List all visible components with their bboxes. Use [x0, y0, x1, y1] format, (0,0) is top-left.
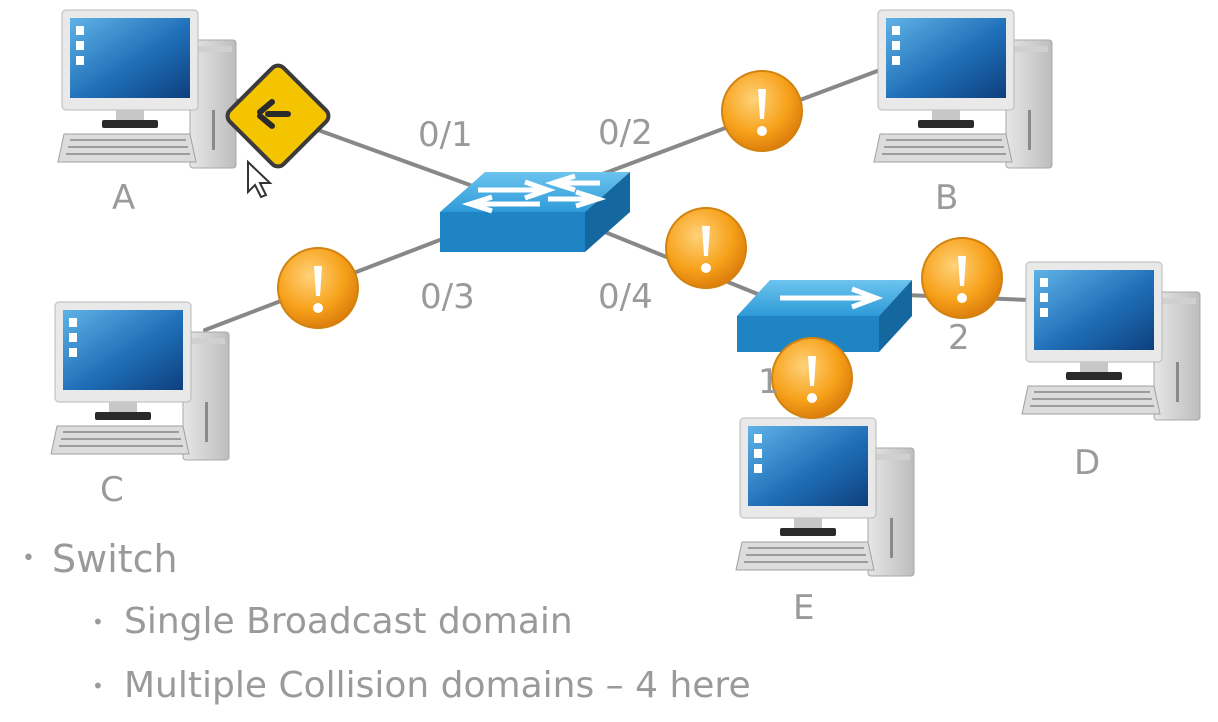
- bullet-dot: •: [92, 674, 104, 698]
- mouse-pointer-icon: [247, 159, 273, 199]
- bullet-collision: Multiple Collision domains – 4 here: [124, 665, 751, 706]
- switch-main-icon: [440, 172, 630, 252]
- computer-d-icon: [1021, 261, 1201, 421]
- host-label-b: B: [935, 178, 959, 218]
- host-label-e: E: [793, 588, 815, 628]
- port-label-1: 1: [758, 362, 780, 402]
- port-label-0-2: 0/2: [598, 113, 653, 153]
- port-label-2: 2: [948, 318, 970, 358]
- warning-icon-b: [721, 70, 803, 152]
- computer-a-icon: [57, 9, 237, 169]
- bullet-dot: •: [92, 610, 104, 634]
- computer-e-icon: [735, 417, 915, 577]
- host-label-c: C: [100, 470, 124, 510]
- warning-icon-d: [921, 237, 1003, 319]
- warning-icon-e: [771, 337, 853, 419]
- caution-sign-icon: [225, 63, 331, 169]
- port-label-0-1: 0/1: [418, 115, 473, 155]
- computer-b-icon: [873, 9, 1053, 169]
- warning-icon-c: [277, 247, 359, 329]
- computer-c-icon: [50, 301, 230, 461]
- port-label-0-3: 0/3: [420, 277, 475, 317]
- bullet-switch: Switch: [52, 537, 178, 581]
- host-label-a: A: [112, 178, 136, 218]
- host-label-d: D: [1074, 443, 1101, 483]
- switch-secondary-icon: [737, 280, 912, 352]
- bullet-dot: •: [22, 546, 35, 571]
- warning-icon-switch2: [665, 207, 747, 289]
- bullet-broadcast: Single Broadcast domain: [124, 601, 573, 642]
- port-label-0-4: 0/4: [598, 277, 653, 317]
